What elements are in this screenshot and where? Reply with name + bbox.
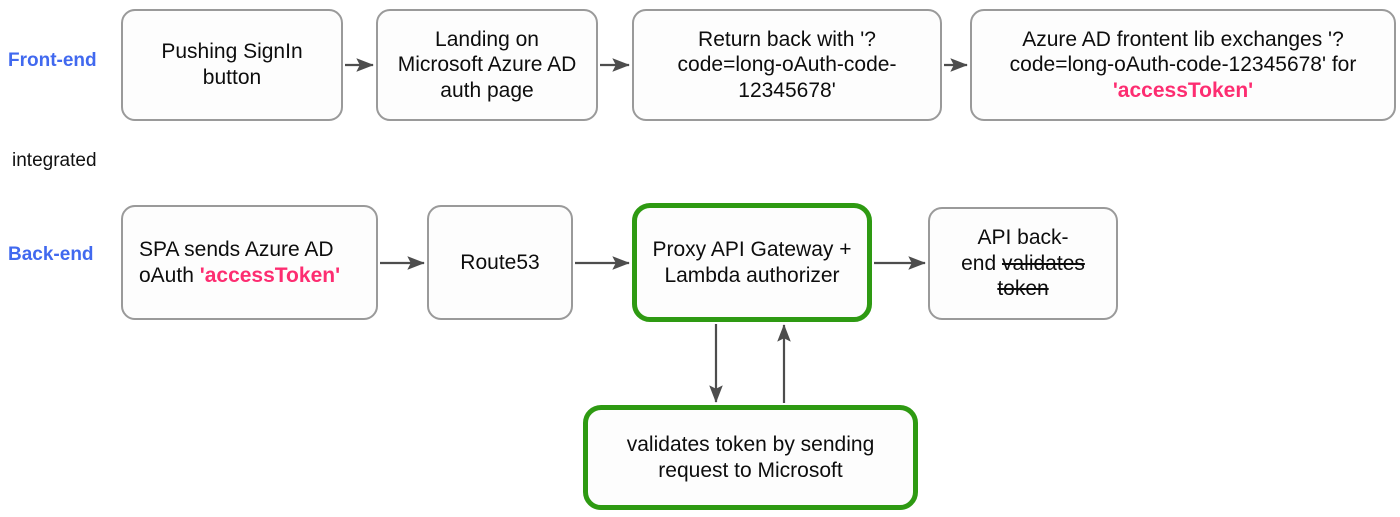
strikethrough-token: token (997, 277, 1049, 301)
access-token-highlight-backend: 'accessToken' (199, 263, 341, 287)
integrated-note: integrated (12, 150, 97, 171)
node-validates-token-microsoft[interactable]: validates token by sending request to Mi… (583, 405, 918, 510)
node-spa-sends-token-text: SPA sends Azure AD oAuth 'accessToken' (139, 237, 341, 287)
node-validates-token-microsoft-text: validates token by sending request to Mi… (626, 432, 875, 482)
node-api-backend[interactable]: API back- end validates token (928, 207, 1118, 320)
node-landing-azure-ad[interactable]: Landing on Microsoft Azure AD auth page (376, 9, 598, 121)
node-proxy-api-gateway[interactable]: Proxy API Gateway + Lambda authorizer (632, 203, 872, 322)
node-pushing-signin[interactable]: Pushing SignIn button (121, 9, 343, 121)
access-token-highlight: 'accessToken' (1112, 78, 1254, 102)
lane-label-back-end: Back-end (8, 244, 94, 265)
node-proxy-api-gateway-text: Proxy API Gateway + Lambda authorizer (652, 237, 852, 287)
node-spa-sends-token[interactable]: SPA sends Azure AD oAuth 'accessToken' (121, 205, 378, 320)
node-frontend-lib-exchange[interactable]: Azure AD frontent lib exchanges '? code=… (970, 9, 1396, 121)
strikethrough-validates: validates (1001, 251, 1085, 275)
node-route53[interactable]: Route53 (427, 205, 573, 320)
node-return-with-code[interactable]: Return back with '? code=long-oAuth-code… (632, 9, 942, 121)
node-pushing-signin-text: Pushing SignIn button (161, 40, 303, 89)
node-route53-text: Route53 (460, 250, 540, 274)
node-landing-azure-ad-text: Landing on Microsoft Azure AD auth page (397, 27, 577, 102)
lane-label-front-end: Front-end (8, 50, 97, 71)
node-return-with-code-text: Return back with '? code=long-oAuth-code… (677, 27, 897, 102)
node-api-backend-text: API back- end validates token (961, 226, 1085, 301)
node-frontend-lib-exchange-text: Azure AD frontent lib exchanges '? code=… (1009, 27, 1357, 102)
